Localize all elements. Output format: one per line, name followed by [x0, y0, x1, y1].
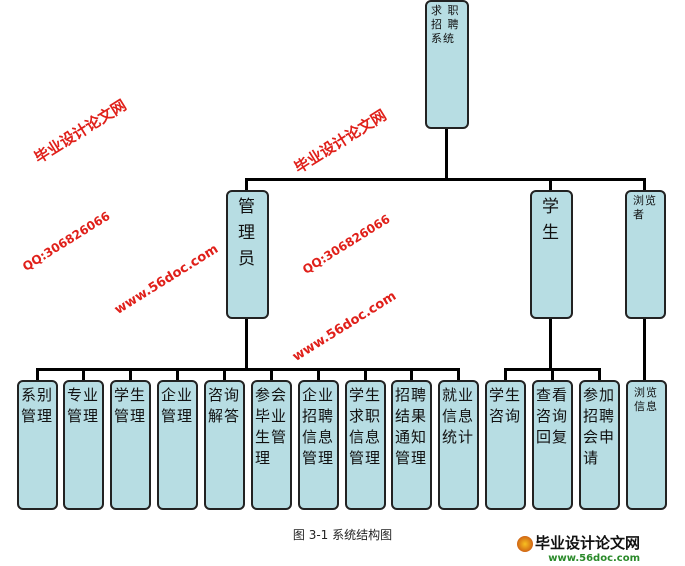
leaf-node: 浏览信息 — [626, 380, 667, 510]
connector — [223, 368, 226, 382]
leaf-node: 系别管理 — [17, 380, 58, 510]
watermark: www.56doc.com — [290, 288, 400, 365]
connector — [551, 368, 554, 382]
connector — [317, 368, 320, 382]
leaf-node: 企业管理 — [157, 380, 198, 510]
leaf-node: 学生求职信息管理 — [345, 380, 386, 510]
node-admin: 管理员 — [226, 190, 269, 319]
leaf-node: 企业招聘信息管理 — [298, 380, 339, 510]
watermark: www.56doc.com — [112, 241, 222, 318]
connector — [598, 368, 601, 382]
root-node: 求 职 招 聘 系统 — [425, 0, 469, 129]
leaf-node: 学生管理 — [110, 380, 151, 510]
connector — [457, 368, 460, 382]
leaf-node: 就业信息统计 — [438, 380, 479, 510]
connector — [129, 368, 132, 382]
connector — [445, 128, 448, 180]
connector — [504, 368, 507, 382]
leaf-node: 参会毕业生管理 — [251, 380, 292, 510]
node-visitor: 浏览者 — [625, 190, 666, 319]
connector — [176, 368, 179, 382]
connector — [410, 368, 413, 382]
logo-url: www.56doc.com — [548, 553, 641, 564]
leaf-node: 查看咨询回复 — [532, 380, 573, 510]
connector — [643, 318, 646, 382]
watermark: QQ:306826066 — [300, 211, 393, 277]
connector — [245, 178, 645, 181]
connector — [549, 318, 552, 370]
leaf-node: 参加招聘会申请 — [579, 380, 620, 510]
connector — [364, 368, 367, 382]
connector — [245, 318, 248, 370]
logo-name: 毕业设计论文网 — [535, 534, 641, 552]
connector — [643, 178, 646, 192]
watermark: QQ:306826066 — [20, 208, 113, 274]
connector — [36, 368, 39, 382]
leaf-node: 招聘结果通知管理 — [391, 380, 432, 510]
logo-ball-icon — [517, 536, 533, 552]
watermark: 毕业设计论文网 — [291, 106, 390, 177]
connector — [36, 368, 460, 371]
connector — [82, 368, 85, 382]
connector — [270, 368, 273, 382]
leaf-node: 咨询解答 — [204, 380, 245, 510]
connector — [245, 178, 248, 192]
leaf-node: 学生咨询 — [485, 380, 526, 510]
leaf-node: 专业管理 — [63, 380, 104, 510]
figure-caption: 图 3-1 系统结构图 — [292, 528, 393, 542]
watermark: 毕业设计论文网 — [31, 96, 130, 167]
node-student: 学生 — [530, 190, 573, 319]
connector — [549, 178, 552, 192]
